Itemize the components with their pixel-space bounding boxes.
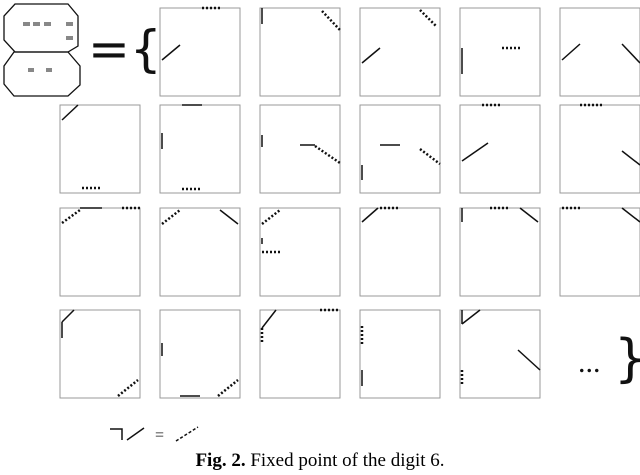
state-box bbox=[459, 104, 541, 194]
dotted-stroke bbox=[419, 148, 441, 165]
state-box bbox=[359, 309, 441, 399]
solid-stroke bbox=[461, 309, 481, 325]
state-box bbox=[359, 104, 441, 194]
schematic-marks bbox=[23, 22, 73, 72]
solid-stroke bbox=[561, 43, 581, 61]
solid-stroke bbox=[517, 349, 541, 371]
state-grid bbox=[59, 6, 640, 399]
dotted-stroke bbox=[261, 209, 281, 225]
state-box bbox=[359, 207, 441, 297]
state-box bbox=[459, 207, 541, 297]
dotted-stroke bbox=[419, 9, 437, 27]
set-open-symbol: ={ bbox=[88, 20, 162, 78]
figure-diagram: ={ ... } = bbox=[3, 3, 640, 444]
legend-equals: = bbox=[155, 427, 164, 444]
solid-stroke bbox=[621, 150, 640, 166]
state-box bbox=[159, 207, 241, 297]
dotted-stroke bbox=[321, 10, 341, 31]
state-box bbox=[559, 207, 640, 297]
state-box bbox=[59, 309, 141, 399]
dotted-stroke bbox=[61, 208, 81, 225]
dotted-stroke bbox=[314, 144, 341, 165]
ellipsis-text: ... bbox=[578, 346, 601, 379]
figure-caption: Fig. 2. Fixed point of the digit 6. bbox=[0, 450, 640, 472]
state-box bbox=[259, 207, 341, 297]
slash-mark bbox=[126, 427, 145, 441]
dotted-stroke bbox=[217, 379, 239, 397]
state-box bbox=[159, 104, 241, 194]
solid-stroke bbox=[621, 43, 640, 64]
state-box bbox=[159, 7, 241, 97]
state-box bbox=[259, 7, 341, 97]
state-box bbox=[59, 104, 141, 194]
solid-stroke bbox=[361, 47, 381, 64]
digit-six-schematic bbox=[3, 3, 81, 97]
state-box bbox=[559, 104, 640, 194]
state-box bbox=[459, 309, 541, 399]
lower-octagon bbox=[3, 51, 81, 97]
solid-stroke bbox=[219, 209, 239, 225]
legend bbox=[110, 426, 199, 442]
solid-stroke bbox=[61, 309, 75, 323]
state-box bbox=[159, 309, 241, 399]
solid-stroke bbox=[361, 207, 379, 223]
solid-stroke bbox=[161, 44, 181, 61]
set-close-symbol: } bbox=[614, 329, 640, 389]
state-box bbox=[359, 7, 441, 97]
solid-stroke bbox=[621, 207, 640, 223]
state-box bbox=[259, 309, 341, 399]
solid-stroke bbox=[61, 104, 79, 121]
caption-label: Fig. 2. bbox=[195, 450, 251, 471]
dotted-stroke bbox=[117, 379, 139, 397]
state-box bbox=[59, 207, 141, 297]
corner-hook-mark bbox=[110, 428, 123, 440]
upper-octagon bbox=[3, 3, 79, 53]
state-box bbox=[459, 7, 541, 97]
solid-stroke bbox=[461, 142, 489, 162]
dotted-stroke bbox=[161, 209, 181, 225]
solid-stroke bbox=[519, 207, 539, 223]
caption-text: Fixed point of the digit 6. bbox=[250, 450, 445, 471]
state-box bbox=[259, 104, 341, 194]
solid-stroke bbox=[261, 309, 277, 329]
dashed-slash-mark bbox=[175, 426, 199, 442]
state-box bbox=[559, 7, 640, 97]
